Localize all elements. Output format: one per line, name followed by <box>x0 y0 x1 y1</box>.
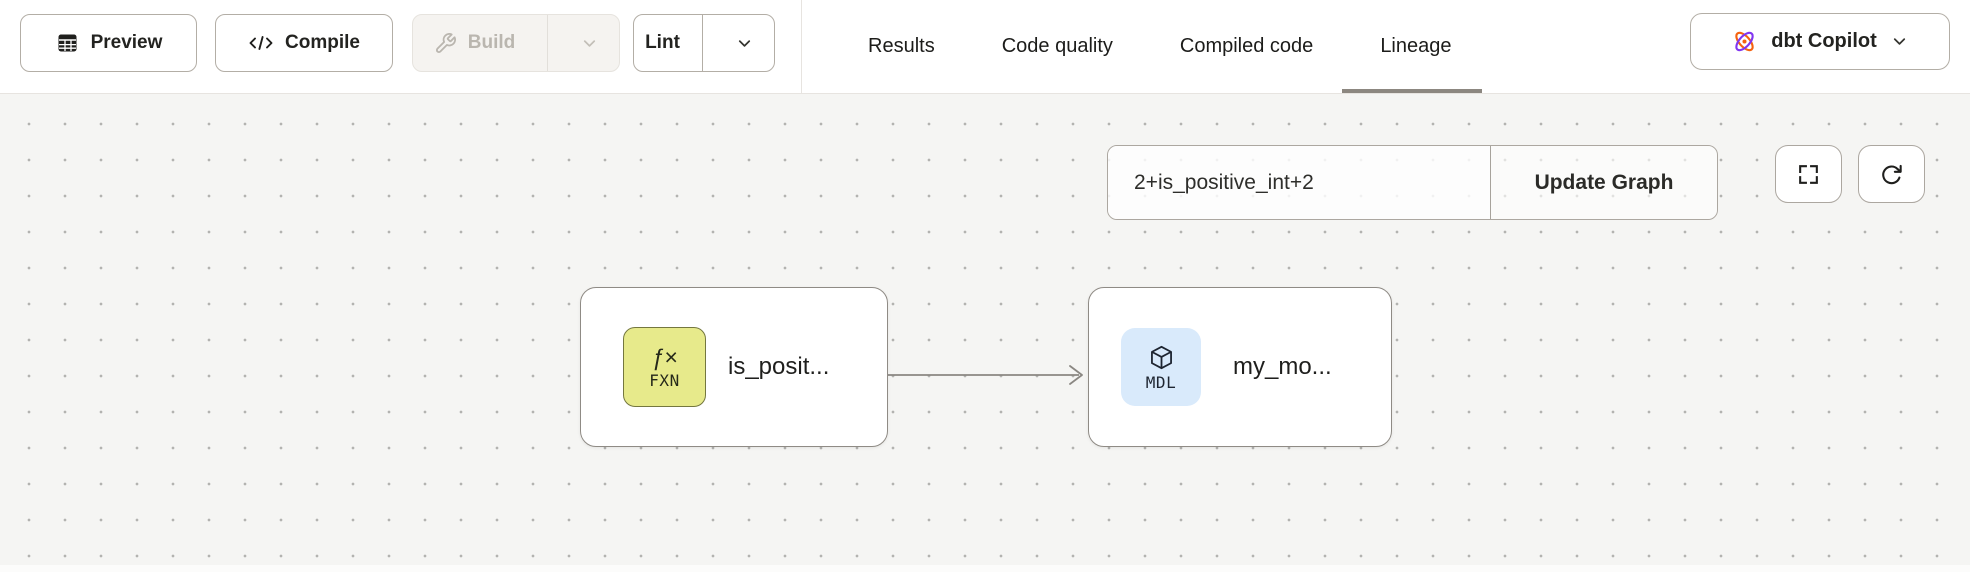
lint-dropdown-button[interactable] <box>714 15 774 71</box>
lint-split-button: Lint <box>633 14 775 72</box>
node-label: my_mo... <box>1233 353 1332 380</box>
refresh-icon <box>1879 162 1904 187</box>
build-dropdown-button[interactable] <box>559 15 619 71</box>
tab-results[interactable]: Results <box>868 35 935 57</box>
fullscreen-button[interactable] <box>1775 145 1842 203</box>
selector-divider <box>1490 146 1491 219</box>
lineage-node-function[interactable]: ƒ× FXN is_posit... <box>580 287 888 447</box>
update-graph-button[interactable]: Update Graph <box>1491 146 1717 219</box>
fullscreen-expand-icon <box>1796 162 1821 187</box>
preview-button-label: Preview <box>90 32 163 53</box>
lineage-canvas[interactable]: Update Graph <box>0 94 1970 572</box>
lineage-edge <box>886 365 1083 385</box>
dbt-copilot-icon <box>1731 28 1758 55</box>
lineage-node-model[interactable]: MDL my_mo... <box>1088 287 1392 447</box>
lint-split-divider <box>702 15 703 71</box>
lineage-selector-input[interactable] <box>1108 146 1490 219</box>
toolbar-tabs-divider <box>801 0 802 93</box>
build-split-button: Build <box>412 14 620 72</box>
result-pane-tabs: Results Code quality Compiled code Linea… <box>868 0 1482 93</box>
lint-button[interactable]: Lint <box>634 15 691 71</box>
dbt-copilot-button[interactable]: dbt Copilot <box>1690 13 1950 70</box>
chevron-down-icon <box>1890 32 1909 51</box>
tab-compiled-code[interactable]: Compiled code <box>1179 35 1314 57</box>
node-label: is_posit... <box>728 353 830 380</box>
toolbar: Preview Compile Build <box>0 0 1970 94</box>
cube-icon: MDL <box>1121 328 1201 406</box>
compile-button-label: Compile <box>285 32 360 53</box>
fxn-badge-label: FXN <box>649 370 680 390</box>
mdl-badge-label: MDL <box>1145 372 1177 392</box>
build-button-label: Build <box>467 32 516 53</box>
build-split-divider <box>547 15 548 71</box>
build-button[interactable]: Build <box>413 15 536 71</box>
fx-glyph: ƒ× <box>651 343 678 370</box>
preview-button[interactable]: Preview <box>20 14 197 72</box>
wrench-icon <box>434 32 457 55</box>
refresh-graph-button[interactable] <box>1858 145 1925 203</box>
chevron-down-icon <box>735 34 754 53</box>
chevron-down-icon <box>580 34 599 53</box>
canvas-bottom-strip <box>0 565 1970 572</box>
tab-lineage[interactable]: Lineage <box>1342 0 1482 93</box>
lint-button-label: Lint <box>645 32 680 53</box>
dbt-copilot-label: dbt Copilot <box>1771 30 1877 52</box>
table-grid-icon <box>55 31 80 55</box>
lineage-selector-bar: Update Graph <box>1107 145 1718 220</box>
compile-button[interactable]: Compile <box>215 14 393 72</box>
fx-icon: ƒ× FXN <box>623 327 706 407</box>
code-brackets-icon <box>248 31 274 55</box>
tab-code-quality[interactable]: Code quality <box>1001 35 1113 57</box>
